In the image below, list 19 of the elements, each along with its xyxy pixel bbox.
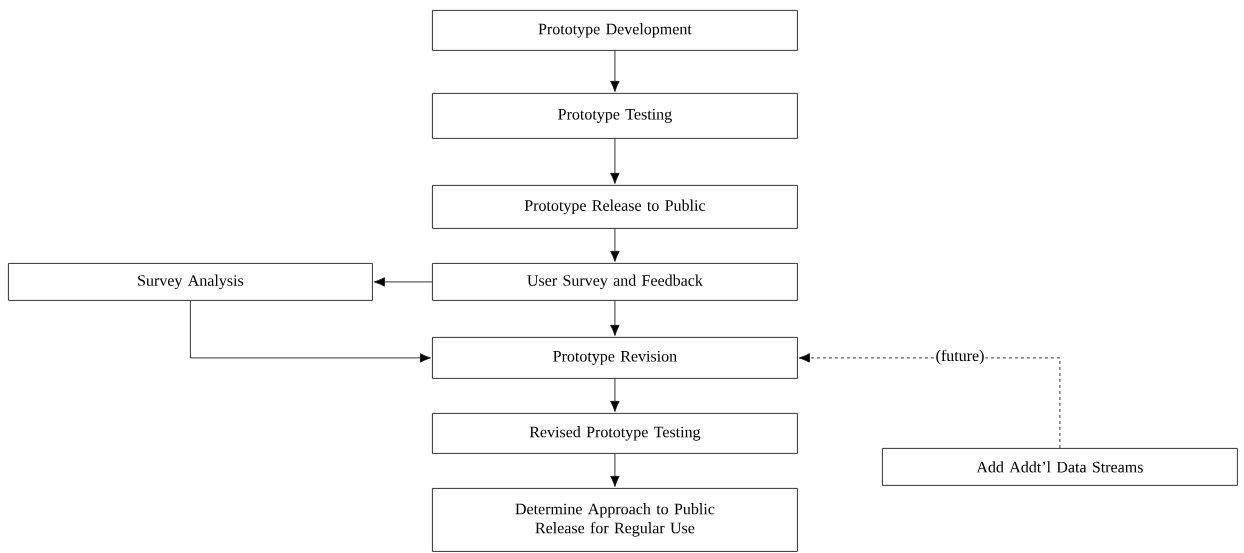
arrow [610,228,620,262]
arrow [610,378,620,412]
arrow [190,300,431,363]
process-box: Prototype Revision [432,337,798,379]
arrow [610,50,620,92]
process-box: Determine Approach to Public Release for Regular Use [432,488,798,552]
arrow [373,277,433,287]
process-box: Prototype Testing [432,93,798,139]
process-box: User Survey and Feedback [432,263,798,301]
arrow [610,138,620,184]
process-box: Prototype Development [432,10,798,51]
arrow [610,300,620,336]
arrow [798,353,1061,449]
process-box: Add Addt’l Data Streams [882,448,1238,486]
process-box: Prototype Release to Public [432,185,798,229]
arrow [610,453,620,487]
process-box: Revised Prototype Testing [432,413,798,454]
edge-label: (future) [934,348,986,366]
process-box: Survey Analysis [8,263,373,301]
